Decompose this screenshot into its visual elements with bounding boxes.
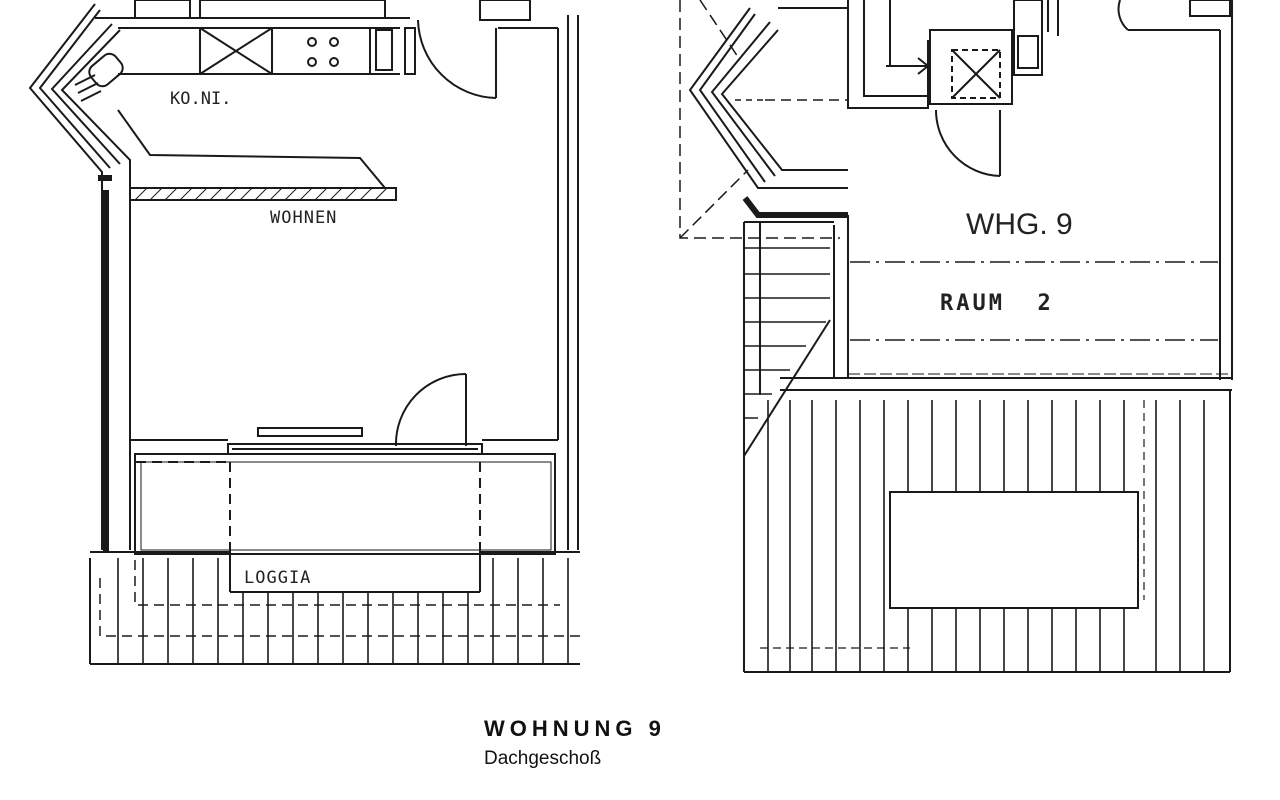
caption-title: WOHNUNG 9 bbox=[484, 716, 666, 741]
room-label-raum-2: RAUM 2 bbox=[940, 291, 1054, 316]
room-label-living: WOHNEN bbox=[270, 208, 337, 228]
caption-subtitle: Dachgeschoß bbox=[484, 748, 602, 769]
stove bbox=[271, 27, 371, 75]
plan-caption: WOHNUNG 9 Dachgeschoß bbox=[484, 716, 666, 770]
unit-label: WHG. 9 bbox=[966, 208, 1073, 241]
room-label-kitchen: KO.NI. bbox=[170, 89, 231, 109]
right-floor-plan bbox=[679, 0, 1233, 673]
room-label-loggia: LOGGIA bbox=[244, 568, 311, 588]
left-floor-plan bbox=[28, 0, 580, 665]
roof-window bbox=[889, 491, 1139, 609]
